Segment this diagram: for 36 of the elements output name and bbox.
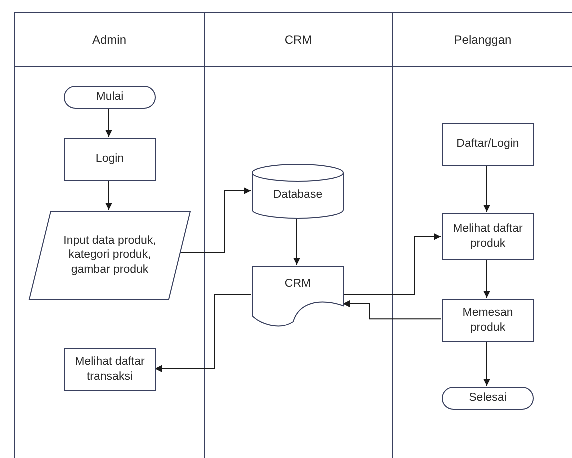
node-label: Selesai (469, 391, 507, 406)
node-label: Input data produk, kategori produk, gambar produk (62, 234, 158, 278)
arrow (342, 300, 442, 320)
node-label: Login (94, 152, 126, 167)
node-label: CRM (284, 276, 312, 292)
arrow (106, 180, 112, 210)
node-label: Daftar/Login (456, 137, 520, 152)
input-parallelogram (29, 211, 191, 300)
node-label: Memesan produk (462, 306, 514, 335)
process-box (442, 123, 534, 166)
terminator-shape (64, 86, 156, 109)
arrow (294, 218, 300, 266)
node-label: Database (273, 188, 323, 203)
process-box (64, 138, 156, 181)
process-box (64, 348, 156, 391)
document-shape (252, 266, 344, 328)
lane-heading: Pelanggan (454, 32, 512, 46)
arrow (154, 294, 252, 372)
arrow (342, 233, 442, 296)
arrow (106, 108, 112, 138)
lane-heading: Admin (92, 32, 126, 46)
lane-heading: CRM (284, 32, 312, 46)
process-box (442, 299, 534, 342)
database-cylinder (252, 164, 344, 219)
node-label: Melihat daftar transaksi (74, 355, 146, 384)
swimlane (392, 12, 572, 458)
swimlane (204, 12, 392, 458)
arrow (484, 340, 490, 386)
arrow (484, 164, 490, 212)
node-label: Mulai (96, 90, 124, 105)
swimlane (14, 12, 204, 458)
process-box (442, 213, 534, 260)
arrow (484, 258, 490, 298)
node-label: Melihat daftar produk (452, 222, 524, 251)
arrow (178, 188, 252, 254)
terminator-shape (442, 387, 534, 410)
